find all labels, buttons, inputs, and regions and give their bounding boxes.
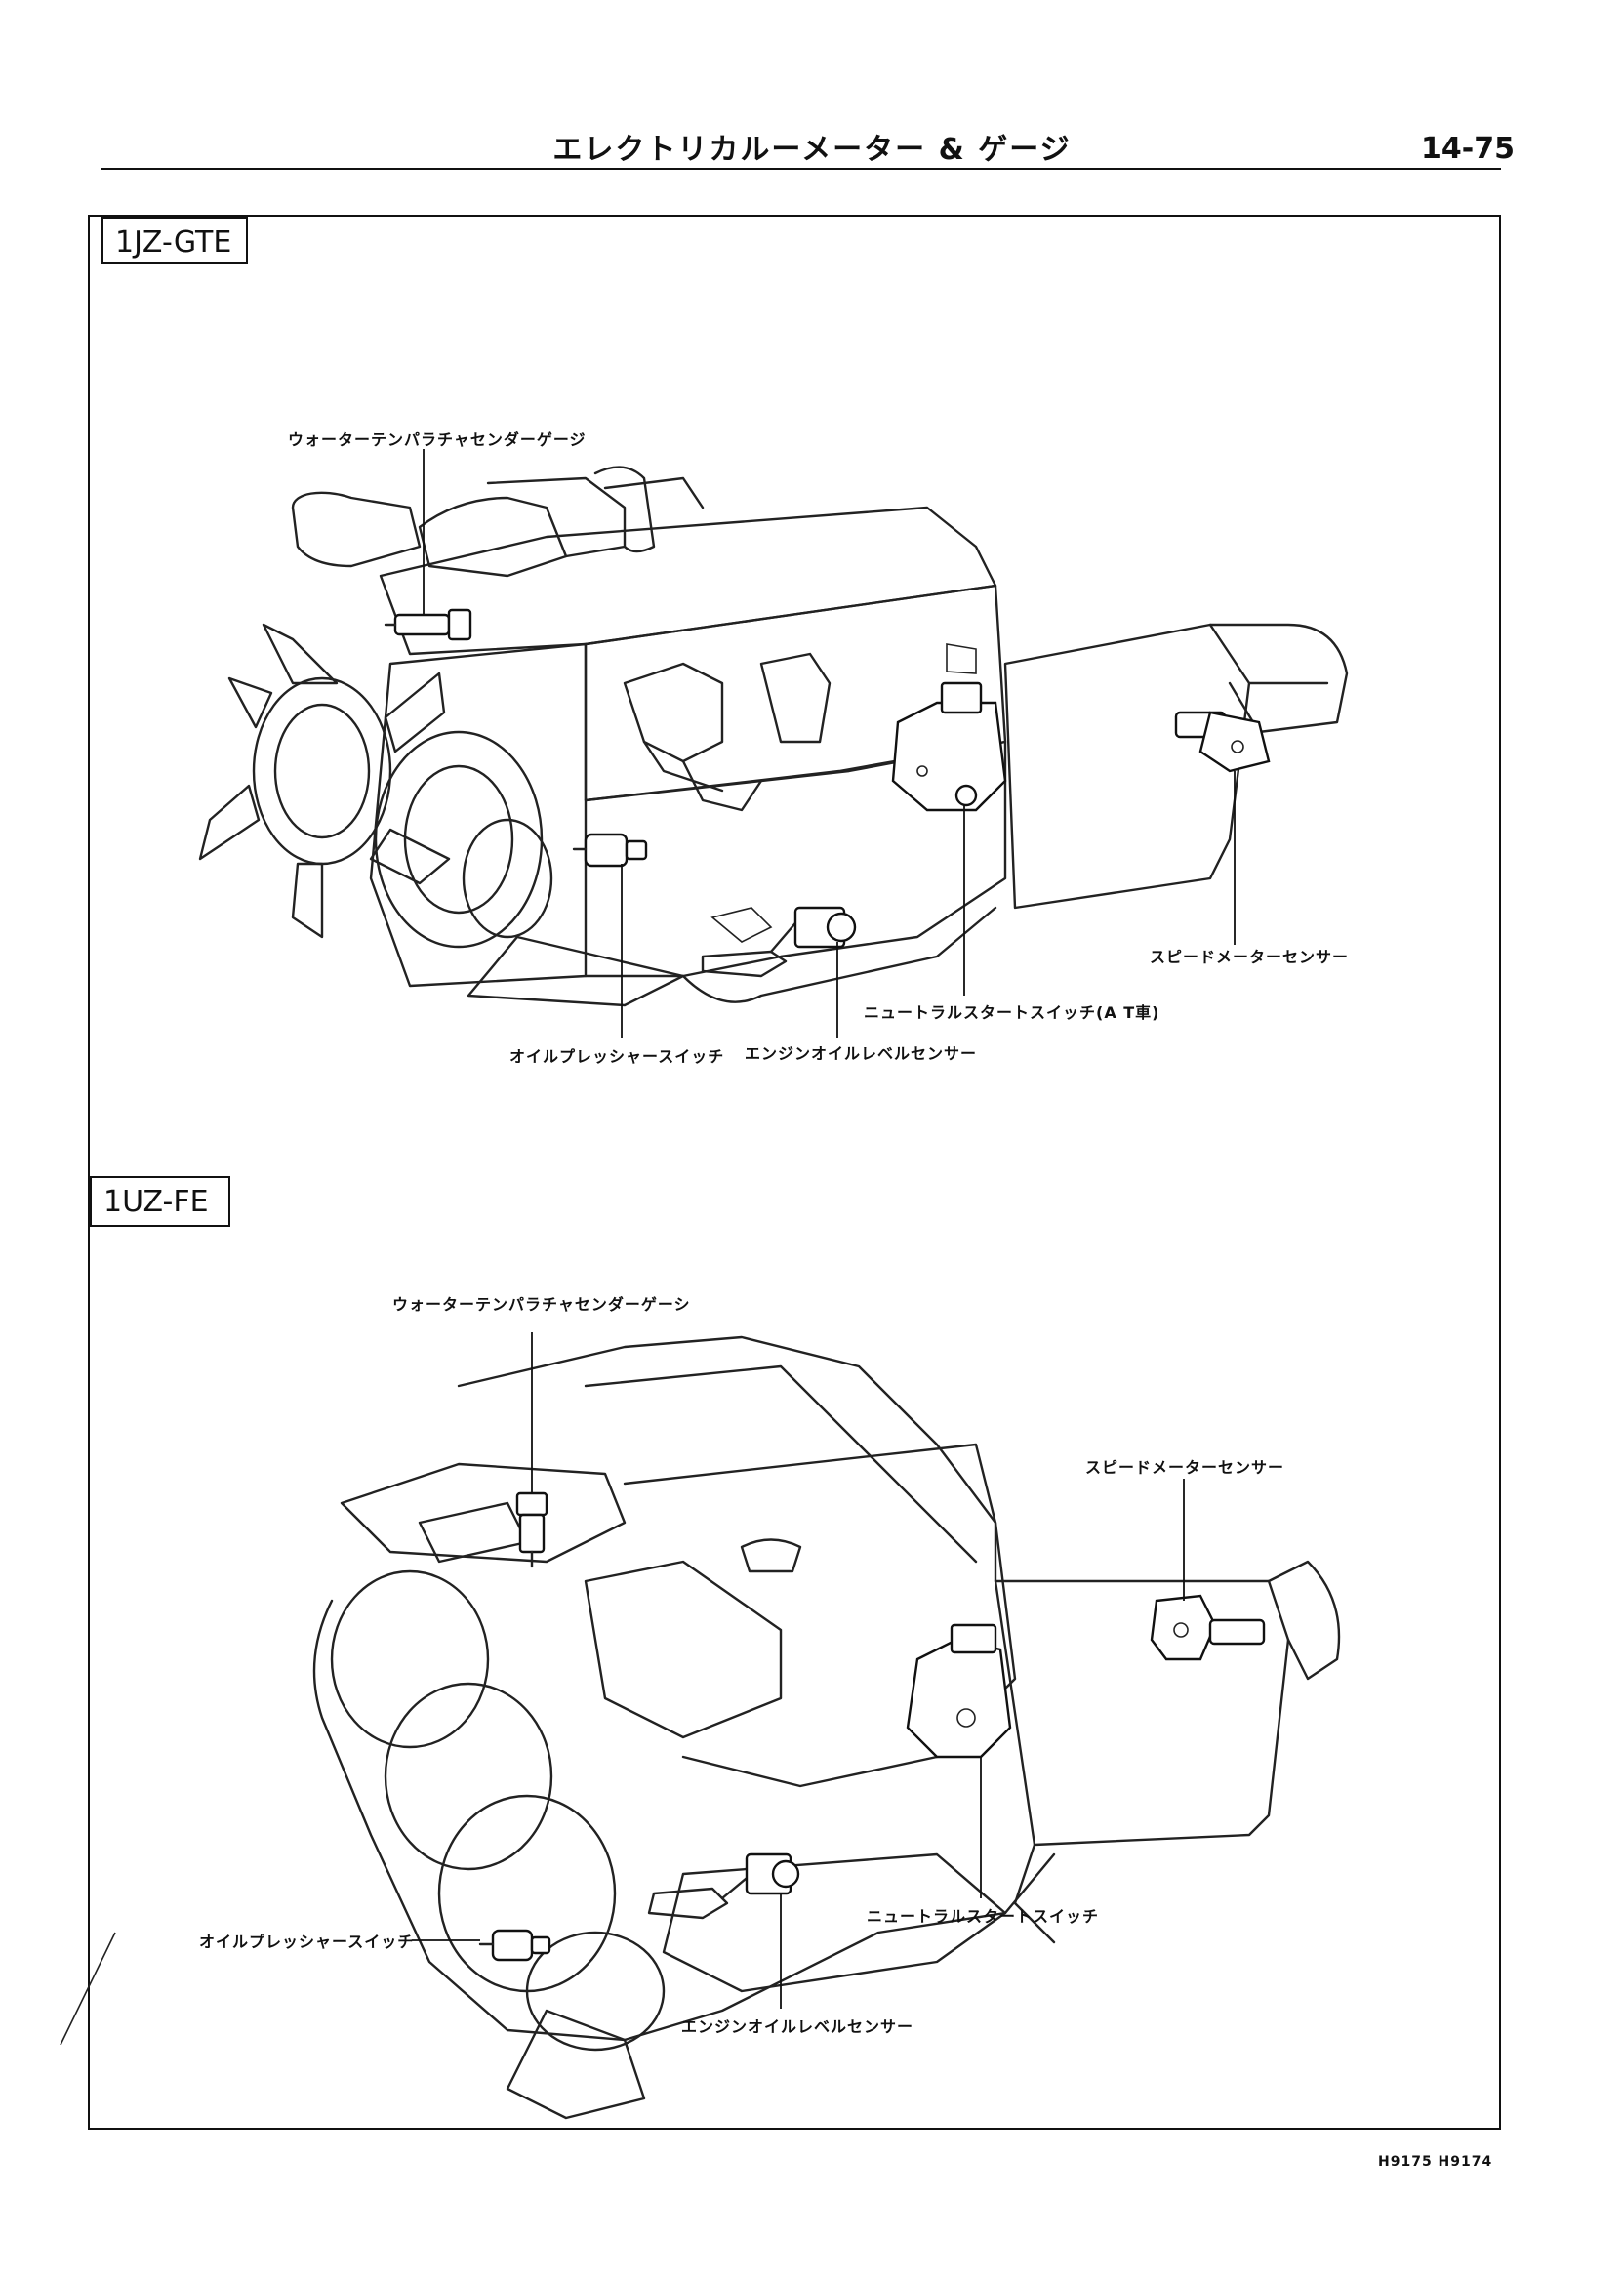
callout-neutral-start-switch-1jz: ニュートラルスタートスイッチ(A T車) — [864, 1003, 1160, 1022]
page-number: 14-75 — [1421, 132, 1515, 166]
water-temp-sender-1jz — [384, 608, 472, 641]
callout-oil-level-sensor-1jz: エンジンオイルレベルセンサー — [745, 1044, 978, 1063]
oil-level-sensor-1uz — [647, 1852, 800, 1920]
engine-1uz-drawing — [312, 1335, 1341, 2120]
cooling-fan-1jz — [198, 623, 451, 939]
neutral-start-switch-1jz — [891, 681, 1007, 812]
oil-level-sensor-1jz — [701, 906, 857, 978]
callout-oil-level-sensor-1uz: エンジンオイルレベルセンサー — [681, 2017, 914, 2036]
engine-label-1jz-gte: 1JZ-GTE — [102, 217, 248, 264]
figure-reference-codes: H9175 H9174 — [1378, 2154, 1493, 2170]
page-title: エレクトリカルーメーター & ゲージ — [552, 133, 1072, 167]
callout-water-temp-sender-1uz: ウォーターテンパラチャセンダーゲーシ — [392, 1295, 691, 1314]
callout-water-temp-sender-1jz: ウォーターテンパラチャセンダーゲージ — [288, 430, 587, 449]
figure-frame — [88, 215, 1501, 2130]
engine-label-1uz-fe: 1UZ-FE — [90, 1176, 230, 1227]
callout-speedometer-sensor-1uz: スピードメーターセンサー — [1085, 1458, 1285, 1477]
neutral-start-switch-1uz — [906, 1623, 1012, 1759]
header-rule — [102, 168, 1501, 170]
engine-1jz-drawing — [198, 466, 1349, 1007]
callout-speedometer-sensor-1jz: スピードメーターセンサー — [1150, 948, 1350, 966]
callout-oil-pressure-switch-1uz: オイルプレッシャースイッチ — [199, 1933, 415, 1951]
oil-pressure-switch-1uz — [478, 1929, 551, 1962]
callout-oil-pressure-switch-1jz: オイルプレッシャースイッチ — [509, 1047, 725, 1066]
speedometer-sensor-1uz — [1150, 1594, 1266, 1661]
speedometer-sensor-1jz — [1174, 711, 1271, 773]
callout-neutral-start-switch-1uz: ニュートラルスタートスイッチ — [867, 1907, 1100, 1926]
water-temp-sender-1uz — [515, 1491, 548, 1568]
oil-pressure-switch-1jz — [572, 833, 648, 868]
